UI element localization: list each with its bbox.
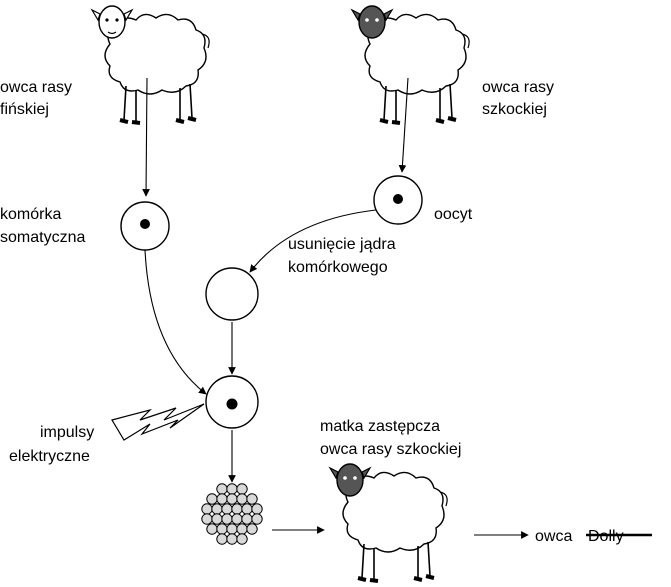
embryo-cell <box>221 513 233 525</box>
arrow-finnish-to-somatic <box>142 77 150 197</box>
finnish-sheep-label-line2: fińskiej <box>0 101 49 118</box>
embryo-cell <box>206 493 218 505</box>
nucleus-removal-label-line2: komórkowego <box>288 259 388 276</box>
embryo-cell <box>241 513 253 525</box>
surrogate-sheep-head <box>336 463 364 497</box>
finnish-sheep-head <box>98 5 126 39</box>
lightning-bolt-icon <box>111 403 205 441</box>
embryo-cell <box>246 493 258 505</box>
finnish-sheep-illustration <box>90 5 212 126</box>
surrogate-sheep-illustration <box>328 463 450 583</box>
embryo-cell <box>211 503 223 515</box>
embryo-cell <box>241 503 253 515</box>
embryo-cell <box>246 523 258 535</box>
embryo-cell <box>216 483 228 495</box>
embryo-cell <box>231 503 243 515</box>
somatic-cell <box>120 201 170 251</box>
somatic-cell-label: komórka somatyczna <box>0 206 85 246</box>
embryo-cell <box>226 523 238 535</box>
embryo-cell <box>236 493 248 505</box>
surrogate-mother-label-line1: matka zastępcza <box>320 418 440 435</box>
embryo-cell <box>236 523 248 535</box>
embryo-cell <box>216 533 228 545</box>
scottish-sheep-label-line1: owca rasy <box>482 79 554 96</box>
surrogate-mother-label: matka zastępcza owca rasy szkockiej <box>320 418 461 458</box>
embryo-cell <box>216 493 228 505</box>
nucleus-removal-label-line1: usunięcie jądra <box>288 236 396 253</box>
somatic-cell-nucleus <box>140 219 150 229</box>
result-name-dolly: Dolly <box>588 528 624 545</box>
embryo-cell <box>216 523 228 535</box>
arrow-scottish-to-oocyte <box>398 77 409 173</box>
embryo-cell <box>251 513 263 525</box>
embryo-cell <box>201 503 213 515</box>
embryo-cell-cluster <box>201 483 263 545</box>
surrogate-mother-label-line2: owca rasy szkockiej <box>320 441 461 458</box>
electric-pulses-label-line1: impulsy <box>40 424 94 441</box>
oocyte-nucleus <box>393 194 403 204</box>
fused-cell-nucleus <box>226 398 238 410</box>
somatic-cell-label-line1: komórka <box>0 206 61 223</box>
embryo-cell <box>226 533 238 545</box>
embryo-cell <box>251 503 263 515</box>
embryo-cell <box>201 513 213 525</box>
electric-pulses-label: impulsy elektryczne <box>9 424 99 465</box>
embryo-cell <box>206 523 218 535</box>
oocyte-label: oocyt <box>434 206 473 223</box>
finnish-sheep-label-line1: owca rasy <box>0 79 72 96</box>
arrow-somatic-to-fused <box>144 249 207 395</box>
enucleated-oocyte <box>205 267 259 321</box>
embryo-cell <box>236 483 248 495</box>
fused-cell <box>205 375 259 429</box>
scottish-sheep-label: owca rasy szkockiej <box>482 79 558 118</box>
embryo-cell <box>226 493 238 505</box>
embryo-cell <box>231 513 243 525</box>
embryo-cell <box>211 513 223 525</box>
somatic-cell-label-line2: somatyczna <box>0 229 85 246</box>
electric-pulses-label-line2: elektryczne <box>9 448 90 465</box>
nucleus-removal-label: usunięcie jądra komórkowego <box>288 236 400 276</box>
scottish-sheep-head <box>358 5 386 39</box>
embryo-cell <box>236 533 248 545</box>
result-label: owca <box>535 528 572 545</box>
oocyte-cell <box>373 175 423 225</box>
scottish-sheep-illustration <box>350 5 472 126</box>
embryo-cell <box>221 503 233 515</box>
finnish-sheep-label: owca rasy fińskiej <box>0 79 76 118</box>
scottish-sheep-label-line2: szkockiej <box>482 101 547 118</box>
arrow-oocyte-to-enucleated <box>249 209 377 273</box>
embryo-cell <box>226 483 238 495</box>
